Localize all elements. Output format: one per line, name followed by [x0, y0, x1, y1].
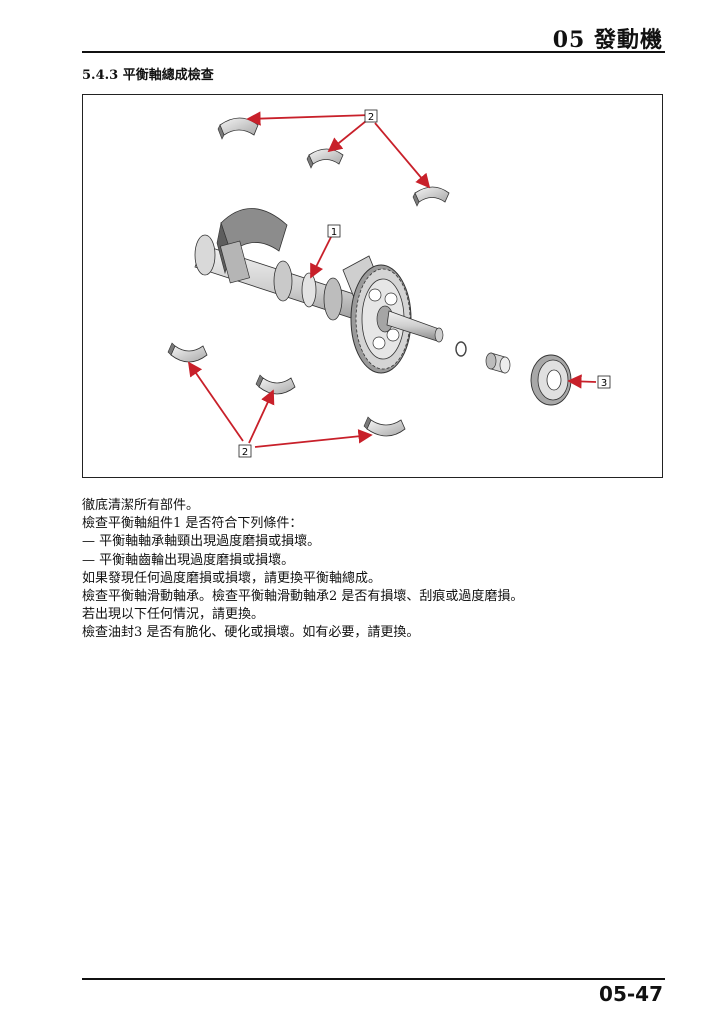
balance-shaft-assembly	[194, 208, 444, 374]
oil-seal	[530, 354, 572, 406]
bearing-shell-top-right	[412, 186, 450, 207]
inspection-instructions: 徹底清潔所有部件。 檢查平衡軸組件1 是否符合下列條件： — 平衡軸軸承軸頸出現…	[82, 497, 523, 643]
page-number: 05-47	[599, 982, 663, 1006]
instruction-line: 檢查油封3 是否有脆化、硬化或損壞。如有必要，請更換。	[82, 625, 420, 641]
bearing-shell-top-middle	[306, 148, 344, 169]
footer-rule	[82, 978, 665, 980]
bearing-shell-bottom-left	[167, 342, 208, 363]
svg-text:1: 1	[331, 227, 337, 238]
instruction-line: 若出現以下任何情況，請更換。	[82, 607, 265, 623]
instruction-line: 徹底清潔所有部件。	[82, 498, 200, 513]
header-rule	[82, 51, 665, 53]
balance-shaft-figure: 1 2 2 3	[82, 94, 663, 478]
bearing-shell-top-left	[217, 117, 259, 140]
bearing-sleeve	[485, 352, 511, 374]
instruction-line: — 平衡軸齒輪出現過度磨損或損壞。	[82, 552, 295, 568]
svg-text:2: 2	[368, 112, 374, 123]
callout-2-bottom: 2	[238, 444, 252, 458]
balance-shaft-illustration: 1 2 2 3	[167, 109, 611, 458]
snap-ring	[455, 341, 467, 357]
instruction-line: 檢查平衡軸組件1 是否符合下列條件：	[82, 516, 303, 532]
section-title: 5.4.3 平衡軸總成檢查	[82, 68, 214, 83]
instruction-line: 如果發現任何過度磨損或損壞，請更換平衡軸總成。	[82, 570, 382, 586]
svg-text:2: 2	[242, 447, 248, 458]
bearing-shell-bottom-middle	[255, 374, 296, 395]
callout-3: 3	[597, 375, 611, 389]
instruction-line: 檢查平衡軸滑動軸承。檢查平衡軸滑動軸承2 是否有損壞、刮痕或過度磨損。	[82, 589, 524, 605]
callout-2-top: 2	[364, 109, 378, 123]
svg-text:3: 3	[601, 378, 607, 389]
bearing-shell-bottom-right	[363, 416, 406, 437]
callout-1: 1	[327, 224, 341, 238]
leader-arrows	[187, 111, 597, 448]
instruction-line: — 平衡軸軸承軸頸出現過度磨損或損壞。	[82, 534, 321, 550]
chapter-title: 05 發動機	[552, 27, 663, 53]
